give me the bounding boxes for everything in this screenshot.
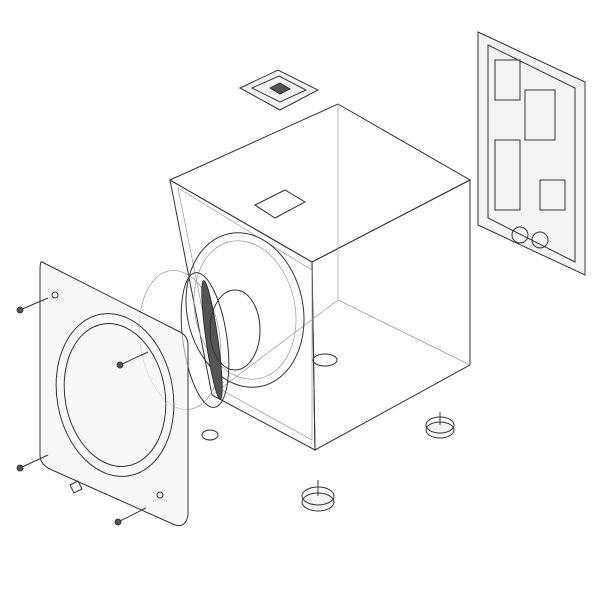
cabinet xyxy=(168,103,472,451)
top-panel xyxy=(238,69,320,111)
plate-amplifier xyxy=(477,31,586,276)
feet xyxy=(301,412,455,512)
screws xyxy=(16,297,149,526)
front-bezel xyxy=(39,261,189,526)
